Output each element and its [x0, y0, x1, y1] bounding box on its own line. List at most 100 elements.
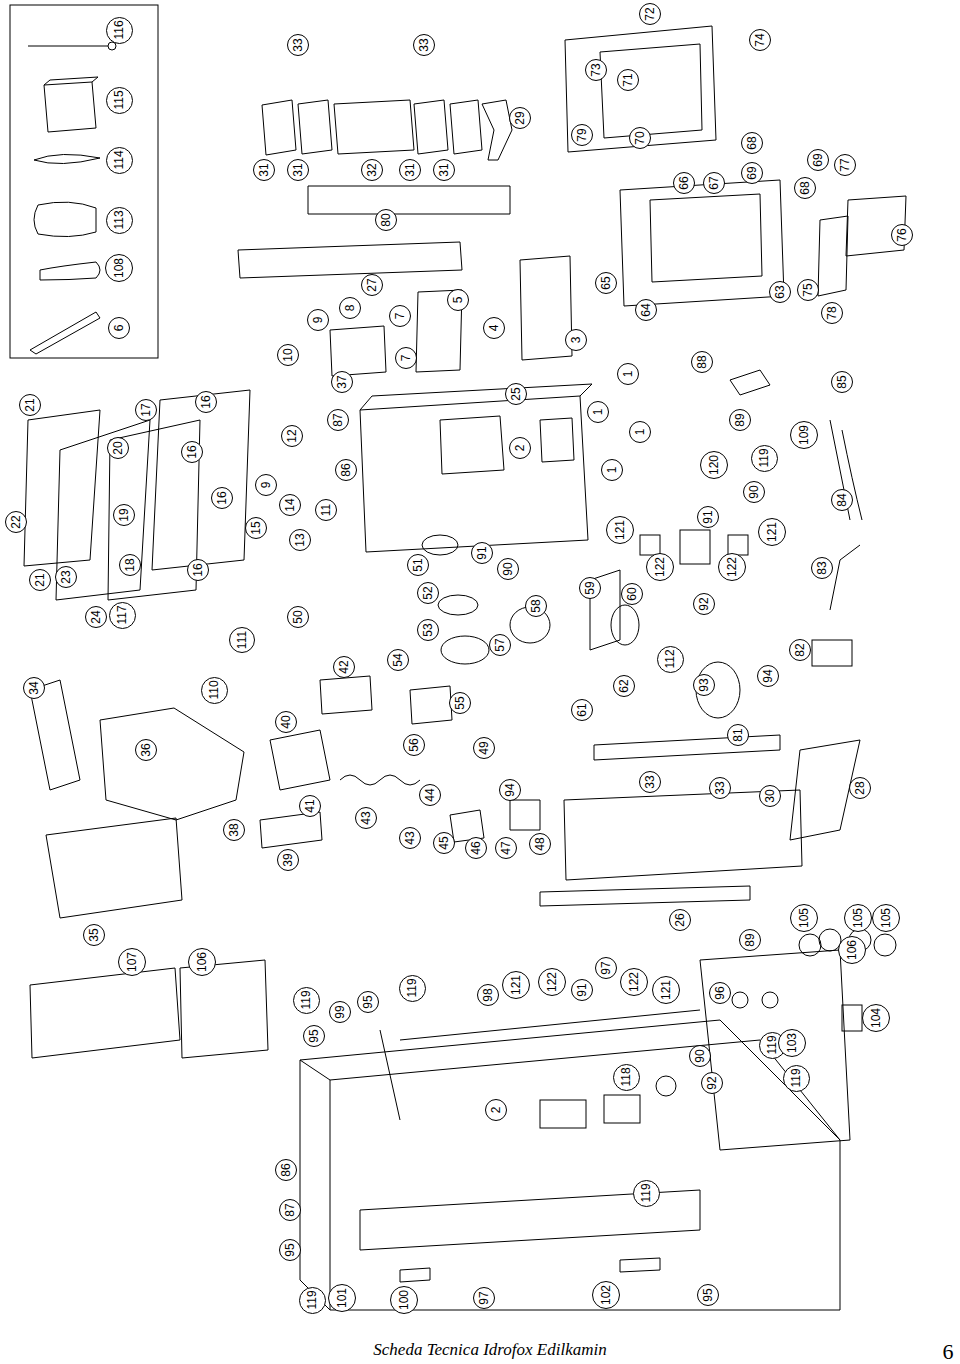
- callout-circle: 9: [307, 309, 329, 331]
- callout-circle: 35: [83, 924, 105, 946]
- callout-number: 41: [304, 799, 316, 812]
- callout-number: 119: [300, 990, 312, 1009]
- callout-number: 99: [334, 1005, 346, 1018]
- callout-number: 39: [282, 853, 294, 866]
- callout-number: 110: [208, 680, 220, 699]
- callout-circle: 70: [629, 127, 651, 149]
- callout-number: 51: [412, 558, 424, 571]
- callout-circle: 99: [329, 1001, 351, 1023]
- callout-number: 11: [320, 504, 332, 516]
- callout-number: 1: [634, 429, 646, 436]
- callout-circle: 69: [741, 162, 763, 184]
- callout-circle: 104: [862, 1004, 890, 1032]
- callout-circle: 82: [789, 639, 811, 661]
- callout-number: 85: [836, 375, 848, 388]
- callout-number: 92: [698, 597, 710, 610]
- callout-circle: 111: [229, 627, 255, 653]
- callout-circle: 87: [327, 409, 349, 431]
- callout-number: 16: [186, 445, 198, 458]
- callout-circle: 18: [119, 554, 141, 576]
- callout-number: 78: [826, 306, 838, 319]
- callout-circle: 122: [646, 553, 674, 581]
- callout-circle: 16: [195, 391, 217, 413]
- callout-number: 91: [576, 983, 588, 996]
- callout-number: 33: [418, 38, 430, 51]
- callout-circle: 68: [741, 132, 763, 154]
- callout-number: 74: [754, 33, 766, 46]
- callout-circle: 115: [106, 87, 133, 114]
- callout-number: 31: [292, 163, 304, 176]
- callout-circle: 63: [769, 281, 791, 303]
- callout-number: 107: [126, 952, 138, 972]
- callout-circle: 24: [85, 606, 107, 628]
- callout-circle: 26: [669, 909, 691, 931]
- callout-number: 119: [306, 1290, 318, 1309]
- callout-circle: 62: [613, 675, 635, 697]
- callout-circle: 22: [5, 511, 27, 533]
- callout-circle: 21: [29, 569, 51, 591]
- callout-circle: 110: [201, 677, 228, 704]
- callout-number: 112: [664, 649, 676, 668]
- callout-circle: 4: [483, 317, 505, 339]
- callout-number: 60: [626, 587, 638, 600]
- hopper: [30, 680, 244, 918]
- callout-number: 75: [802, 283, 814, 296]
- callout-circle: 109: [790, 421, 818, 449]
- callout-number: 64: [640, 303, 652, 316]
- callout-number: 16: [200, 395, 212, 408]
- callout-circle: 37: [331, 371, 353, 393]
- callout-circle: 105: [790, 904, 818, 932]
- caption: Scheda Tecnica Idrofox Edilkamin: [373, 1340, 606, 1360]
- callout-circle: 114: [106, 147, 133, 174]
- callout-number: 73: [590, 63, 602, 76]
- callout-number: 114: [113, 150, 125, 169]
- callout-number: 115: [113, 90, 125, 109]
- callout-circle: 107: [118, 948, 146, 976]
- callout-number: 92: [706, 1076, 718, 1089]
- callout-circle: 122: [538, 968, 566, 996]
- callout-circle: 1: [587, 401, 609, 423]
- callout-circle: 55: [449, 692, 471, 714]
- callout-circle: 9: [255, 474, 277, 496]
- callout-circle: 90: [497, 558, 519, 580]
- callout-circle: 27: [361, 274, 383, 296]
- callout-circle: 96: [709, 982, 731, 1004]
- callout-number: 69: [812, 153, 824, 166]
- callout-number: 27: [366, 278, 378, 291]
- callout-circle: 12: [281, 425, 303, 447]
- callout-circle: 54: [387, 649, 409, 671]
- callout-number: 10: [282, 348, 294, 361]
- callout-circle: 59: [579, 577, 601, 599]
- door: [330, 26, 906, 376]
- callout-number: 36: [140, 743, 152, 756]
- callout-circle: 89: [729, 409, 751, 431]
- callout-circle: 13: [289, 529, 311, 551]
- callout-number: 31: [258, 163, 270, 176]
- callout-number: 86: [280, 1163, 292, 1176]
- callout-number: 50: [292, 610, 304, 623]
- callout-circle: 106: [188, 948, 216, 976]
- callout-circle: 117: [109, 602, 136, 629]
- callout-number: 43: [360, 811, 372, 824]
- callout-number: 122: [726, 557, 738, 577]
- callout-number: 21: [24, 398, 36, 411]
- callout-number: 122: [546, 972, 558, 992]
- callout-circle: 50: [287, 606, 309, 628]
- callout-number: 95: [362, 995, 374, 1008]
- callout-circle: 119: [399, 975, 426, 1002]
- callout-number: 19: [118, 508, 130, 521]
- callout-circle: 41: [299, 795, 321, 817]
- callout-circle: 106: [838, 936, 866, 964]
- callout-number: 54: [392, 653, 404, 666]
- callout-circle: 95: [357, 991, 379, 1013]
- callout-circle: 79: [571, 124, 593, 146]
- callout-circle: 28: [849, 777, 871, 799]
- callout-number: 38: [228, 823, 240, 836]
- callout-number: 44: [424, 788, 436, 801]
- callout-number: 3: [570, 337, 582, 344]
- callout-circle: 119: [751, 445, 778, 472]
- callout-circle: 85: [831, 371, 853, 393]
- callout-circle: 14: [279, 494, 301, 516]
- callout-circle: 25: [505, 383, 527, 405]
